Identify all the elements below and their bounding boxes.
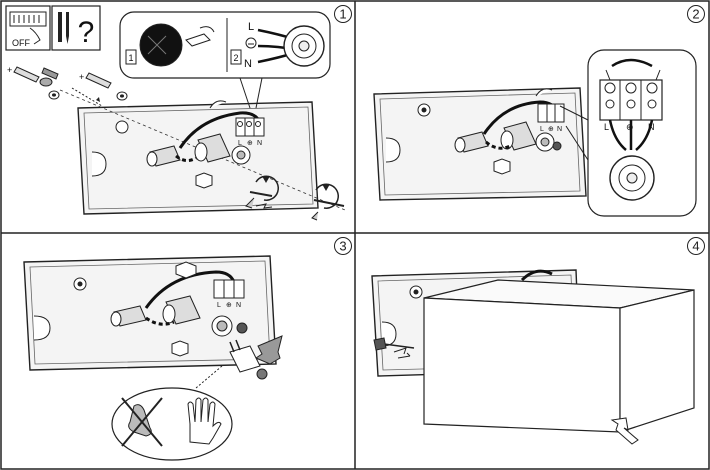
terminal-label-n-2: N	[557, 126, 562, 133]
terminal-label-l-1: L	[238, 140, 242, 147]
step-badge-2	[687, 5, 705, 23]
wall-anchor-right: +	[71, 72, 128, 107]
terminal-label-earth-1: ⊕	[247, 139, 253, 147]
step-badge-4	[687, 237, 705, 255]
step-number-1: 1	[339, 7, 346, 22]
drill-screwdriver-icon: ?	[51, 5, 101, 51]
terminal-label-earth-3: ⊕	[226, 301, 232, 309]
cover-box	[423, 279, 695, 433]
step-badge-1	[334, 5, 352, 23]
panel-1: 1 OFF ? +	[5, 5, 352, 221]
step-number-3: 3	[339, 239, 346, 254]
terminal-label-earth-2: ⊕	[548, 125, 554, 133]
wire-label-n: N	[244, 58, 252, 70]
base-plate-1: L ⊕ N	[59, 89, 346, 215]
panel-4: 4	[371, 237, 705, 445]
step-number-2: 2	[692, 7, 699, 22]
terminal-label-l-2: L	[540, 126, 544, 133]
screw-rotate-left	[245, 175, 279, 209]
switch-off-label: OFF	[12, 38, 30, 48]
tools-question-mark: ?	[78, 16, 95, 49]
crossed-hand-icon	[121, 397, 163, 447]
step-number-4: 4	[692, 239, 699, 254]
svg-text:+: +	[7, 65, 12, 75]
panel-2: 2 L ⊕ N	[373, 5, 705, 217]
ground-icon	[245, 37, 257, 49]
inset-terminal-label-l: L	[604, 122, 609, 132]
bulb-insert	[195, 335, 283, 389]
push-arrow-icon	[610, 417, 639, 445]
terminal-label-l-3: L	[217, 302, 221, 309]
terminal-label-n-3: N	[236, 302, 241, 309]
wire-label-l: L	[248, 21, 254, 33]
screw-rotate-right	[311, 183, 345, 221]
screwdriver-icon	[373, 337, 415, 359]
base-plate-3: L ⊕ N	[23, 255, 277, 371]
wire-inset-callout: 1 2 L N	[119, 11, 331, 109]
panel-3: 3 L ⊕ N	[23, 237, 352, 461]
glove-icon	[187, 397, 222, 445]
terminal-inset: L ⊕ N	[559, 49, 697, 217]
svg-text:+: +	[79, 72, 84, 82]
base-plate-2: L ⊕ N	[373, 87, 587, 201]
glove-callout	[111, 387, 233, 461]
step-badge-3	[334, 237, 352, 255]
switch-off-icon: OFF	[5, 5, 51, 51]
inset-box-1-label: 1	[128, 53, 133, 63]
wall-anchor-left: +	[7, 65, 60, 100]
inset-box-2-label: 2	[233, 53, 238, 63]
terminal-label-n-1: N	[257, 140, 262, 147]
